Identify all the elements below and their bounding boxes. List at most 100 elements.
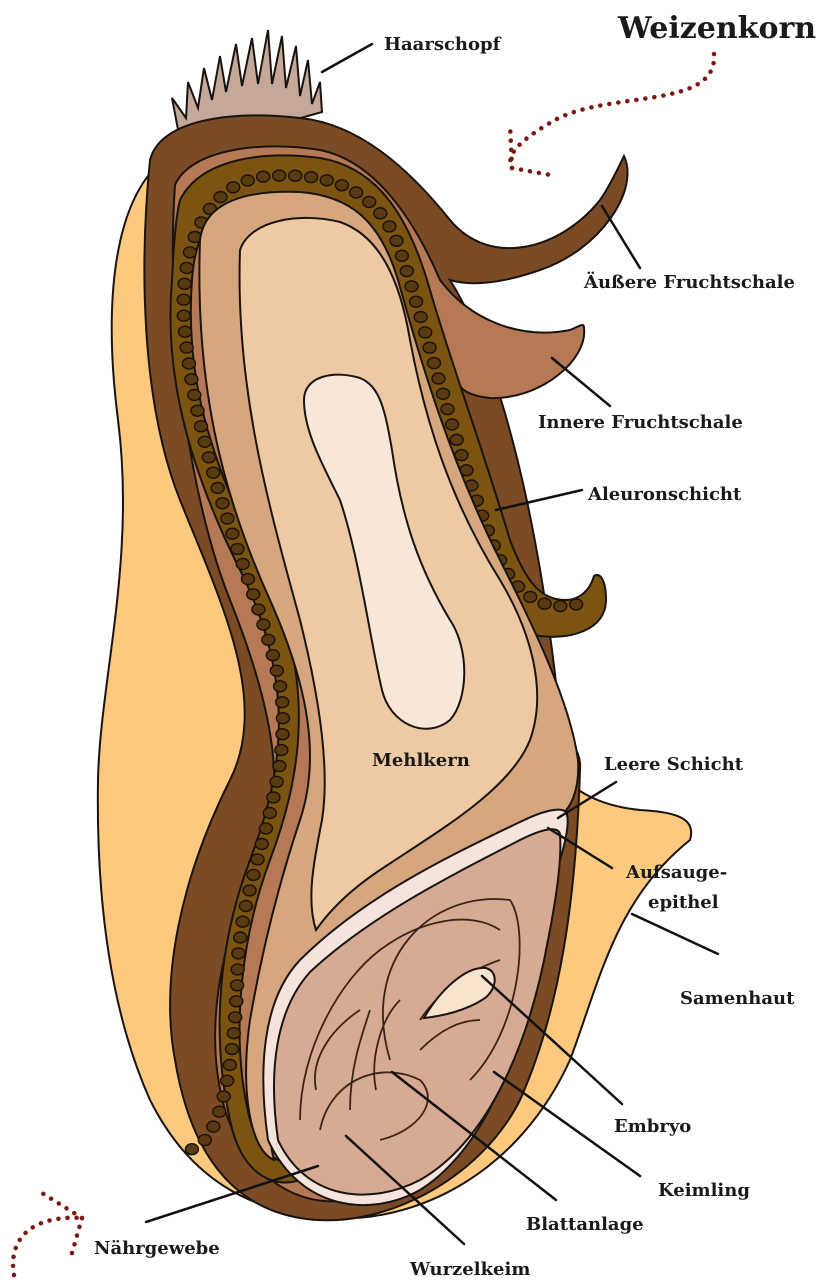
aleurone-cell (390, 235, 403, 246)
aleurone-cell (180, 342, 193, 353)
aleurone-cell (231, 964, 244, 975)
aleurone-cell (305, 172, 318, 183)
label-blattanlage: Blattanlage (526, 1214, 644, 1235)
aleurone-cell (276, 697, 289, 708)
aleurone-cell (198, 436, 211, 447)
leader-innere-fruchtschale (552, 358, 610, 406)
aleurone-cell (437, 388, 450, 399)
aleurone-cell (374, 208, 387, 219)
leader-haarschopf (322, 44, 372, 72)
aleurone-cell (320, 175, 333, 186)
aleurone-cell (231, 543, 244, 554)
aleurone-cell (455, 450, 468, 461)
aleurone-cell (255, 839, 268, 850)
diagram-title: Weizenkorn (617, 11, 816, 46)
aleurone-cell (524, 591, 537, 602)
leader-samenhaut (632, 914, 718, 954)
aleurone-cell (363, 196, 376, 207)
aleurone-cell (395, 250, 408, 261)
aleurone-cell (213, 1106, 226, 1117)
aleurone-cell (259, 823, 272, 834)
aleurone-cell (198, 1135, 211, 1146)
aleurone-cell (267, 792, 280, 803)
label-aufsaugeepithel-line1: Aufsauge- (625, 862, 727, 883)
aleurone-cell (184, 247, 197, 258)
aleurone-cell (266, 650, 279, 661)
aleurone-cell (230, 996, 243, 1007)
aleurone-cell (221, 1075, 234, 1086)
aleurone-cell (289, 170, 302, 181)
label-innere-fruchtschale: Innere Fruchtschale (538, 412, 743, 433)
label-haarschopf: Haarschopf (384, 34, 502, 55)
aleurone-cell (400, 266, 413, 277)
aleurone-cell (273, 170, 286, 181)
aleurone-cell (178, 278, 191, 289)
aleurone-cell (570, 599, 583, 610)
aleurone-cell (270, 776, 283, 787)
aleurone-cell (335, 180, 348, 191)
label-naehrgewebe: Nährgewebe (94, 1238, 220, 1259)
aleurone-cell (270, 665, 283, 676)
corner-dotted-arrow (13, 1193, 82, 1275)
aleurone-cell (414, 312, 427, 323)
aleurone-cell (227, 1028, 240, 1039)
aleurone-cell (182, 358, 195, 369)
aleurone-cell (179, 326, 192, 337)
aleurone-cell (251, 854, 264, 865)
title-dotted-arrow (510, 54, 714, 176)
aleurone-cell (441, 404, 454, 415)
label-keimling: Keimling (658, 1180, 750, 1201)
aleurone-cell (423, 342, 436, 353)
aleurone-cell (188, 390, 201, 401)
aleurone-cell (236, 916, 249, 927)
aleurone-cell (410, 296, 423, 307)
aleurone-cell (432, 373, 445, 384)
label-aleuronschicht: Aleuronschicht (587, 484, 742, 505)
aleurone-cell (257, 619, 270, 630)
label-leere-schicht: Leere Schicht (604, 754, 744, 775)
aleurone-cell (207, 467, 220, 478)
aleurone-cell (195, 421, 208, 432)
aleurone-cell (236, 559, 249, 570)
aleurone-cell (223, 1060, 236, 1071)
aleurone-cell (232, 948, 245, 959)
aleurone-cell (263, 808, 276, 819)
aleurone-cell (450, 434, 463, 445)
aleurone-cell (276, 713, 289, 724)
aleurone-cell (226, 528, 239, 539)
aleurone-cell (221, 513, 234, 524)
aleurone-cell (428, 358, 441, 369)
aleurone-cell (217, 1091, 230, 1102)
aleurone-cell (257, 171, 270, 182)
aleurone-cell (242, 574, 255, 585)
aleurone-cell (216, 498, 229, 509)
aleurone-cell (202, 452, 215, 463)
aleurone-cell (405, 281, 418, 292)
label-aufsaugeepithel-line2: epithel (648, 892, 719, 913)
aleurone-cell (185, 374, 198, 385)
aleurone-cell (185, 1144, 198, 1155)
aleurone-cell (241, 175, 254, 186)
label-wurzelkeim: Wurzelkeim (409, 1259, 530, 1280)
aleurone-cell (276, 729, 289, 740)
label-aeussere-fruchtschale: Äußere Fruchtschale (583, 270, 795, 293)
aleurone-cell (350, 187, 363, 198)
aleurone-cell (274, 681, 287, 692)
aleurone-cell (177, 310, 190, 321)
aleurone-cell (226, 1044, 239, 1055)
leader-aeussere-fruchtschale (602, 206, 640, 268)
aleurone-cell (446, 419, 459, 430)
aleurone-cell (275, 745, 288, 756)
aleurone-cell (207, 1121, 220, 1132)
label-samenhaut: Samenhaut (680, 988, 795, 1009)
aleurone-cell (262, 634, 275, 645)
aleurone-cell (234, 932, 247, 943)
label-embryo: Embryo (614, 1116, 691, 1137)
aleurone-cell (538, 598, 551, 609)
aleurone-cell (419, 327, 432, 338)
aleurone-cell (247, 589, 260, 600)
aleurone-cell (383, 221, 396, 232)
aleurone-cell (180, 262, 193, 273)
aleurone-cell (191, 405, 204, 416)
